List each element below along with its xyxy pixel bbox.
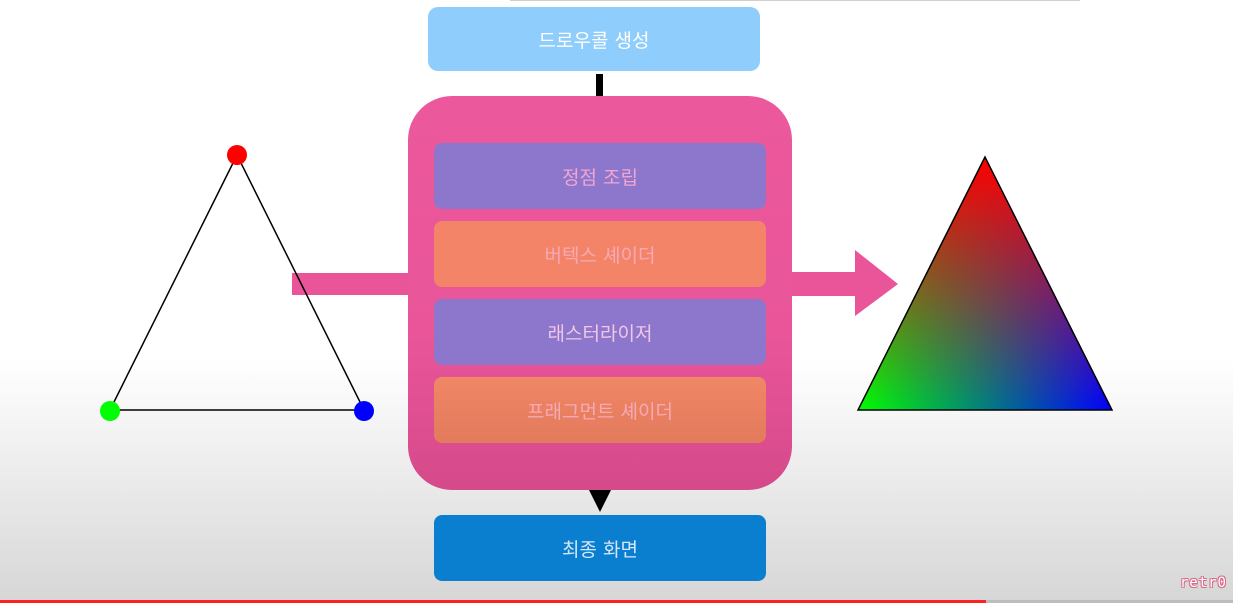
stage-vertex-assembly: 정점 조립 (434, 143, 766, 209)
stage-label: 프래그먼트 셰이더 (527, 400, 673, 423)
draw-call-box: 드로우콜 생성 (428, 7, 760, 71)
video-progress-bar[interactable] (0, 600, 1233, 603)
vertex-red (227, 145, 247, 165)
stage-label: 정점 조립 (562, 166, 638, 189)
final-screen-label: 최종 화면 (562, 538, 638, 561)
shaded-triangle (856, 155, 1114, 411)
input-connector-bar (292, 273, 412, 295)
input-triangle (108, 153, 366, 411)
video-progress-fill (0, 600, 987, 603)
stage-fragment-shader: 프래그먼트 셰이더 (434, 377, 766, 443)
stage-label: 버텍스 셰이더 (544, 244, 656, 267)
stage-label: 래스터라이저 (547, 322, 653, 345)
output-arrow (790, 250, 898, 316)
top-divider (510, 0, 1080, 1)
stage-rasterizer: 래스터라이저 (434, 299, 766, 365)
vertex-green (100, 401, 120, 421)
final-screen-box: 최종 화면 (434, 515, 766, 581)
vertex-blue (354, 401, 374, 421)
draw-call-label: 드로우콜 생성 (538, 29, 650, 52)
watermark: retr0 (1179, 575, 1227, 591)
stage-vertex-shader: 버텍스 셰이더 (434, 221, 766, 287)
